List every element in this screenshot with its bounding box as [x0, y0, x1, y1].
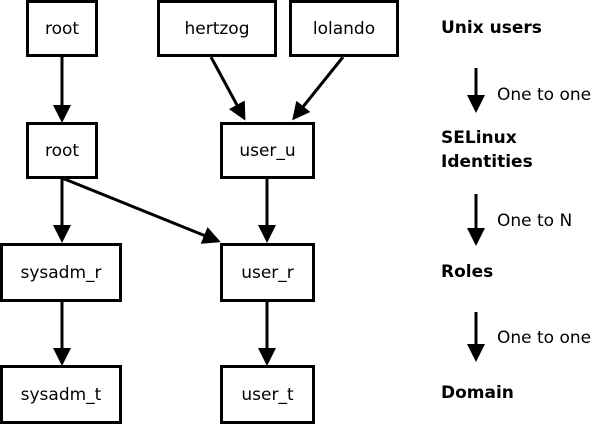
mapping-label-users-to-identities: One to one — [497, 85, 592, 105]
level-label-selinux-line1: SELinux — [441, 128, 517, 148]
arrow-hertzog-to-user-u — [209, 56, 246, 121]
node-role-user-r: user_r — [220, 243, 315, 302]
mapping-label-identities-to-roles: One to N — [497, 211, 573, 231]
arrow-lolando-to-user-u — [292, 56, 345, 121]
level-label-identities-line2: Identities — [441, 152, 533, 172]
mapping-label-roles-to-domain: One to one — [497, 328, 592, 348]
level-label-roles: Roles — [441, 262, 494, 282]
node-identity-root: root — [26, 122, 98, 179]
node-identity-user-u: user_u — [220, 122, 315, 179]
level-label-unix-users: Unix users — [441, 18, 542, 38]
level-label-domain: Domain — [441, 383, 514, 403]
node-domain-user-t: user_t — [220, 365, 315, 424]
node-unix-user-lolando: lolando — [289, 0, 399, 57]
node-role-sysadm-r: sysadm_r — [0, 243, 122, 302]
node-domain-sysadm-t: sysadm_t — [0, 365, 122, 424]
arrow-root-identity-to-user-r — [61, 176, 221, 244]
node-unix-user-root: root — [26, 0, 98, 57]
node-unix-user-hertzog: hertzog — [157, 0, 277, 57]
